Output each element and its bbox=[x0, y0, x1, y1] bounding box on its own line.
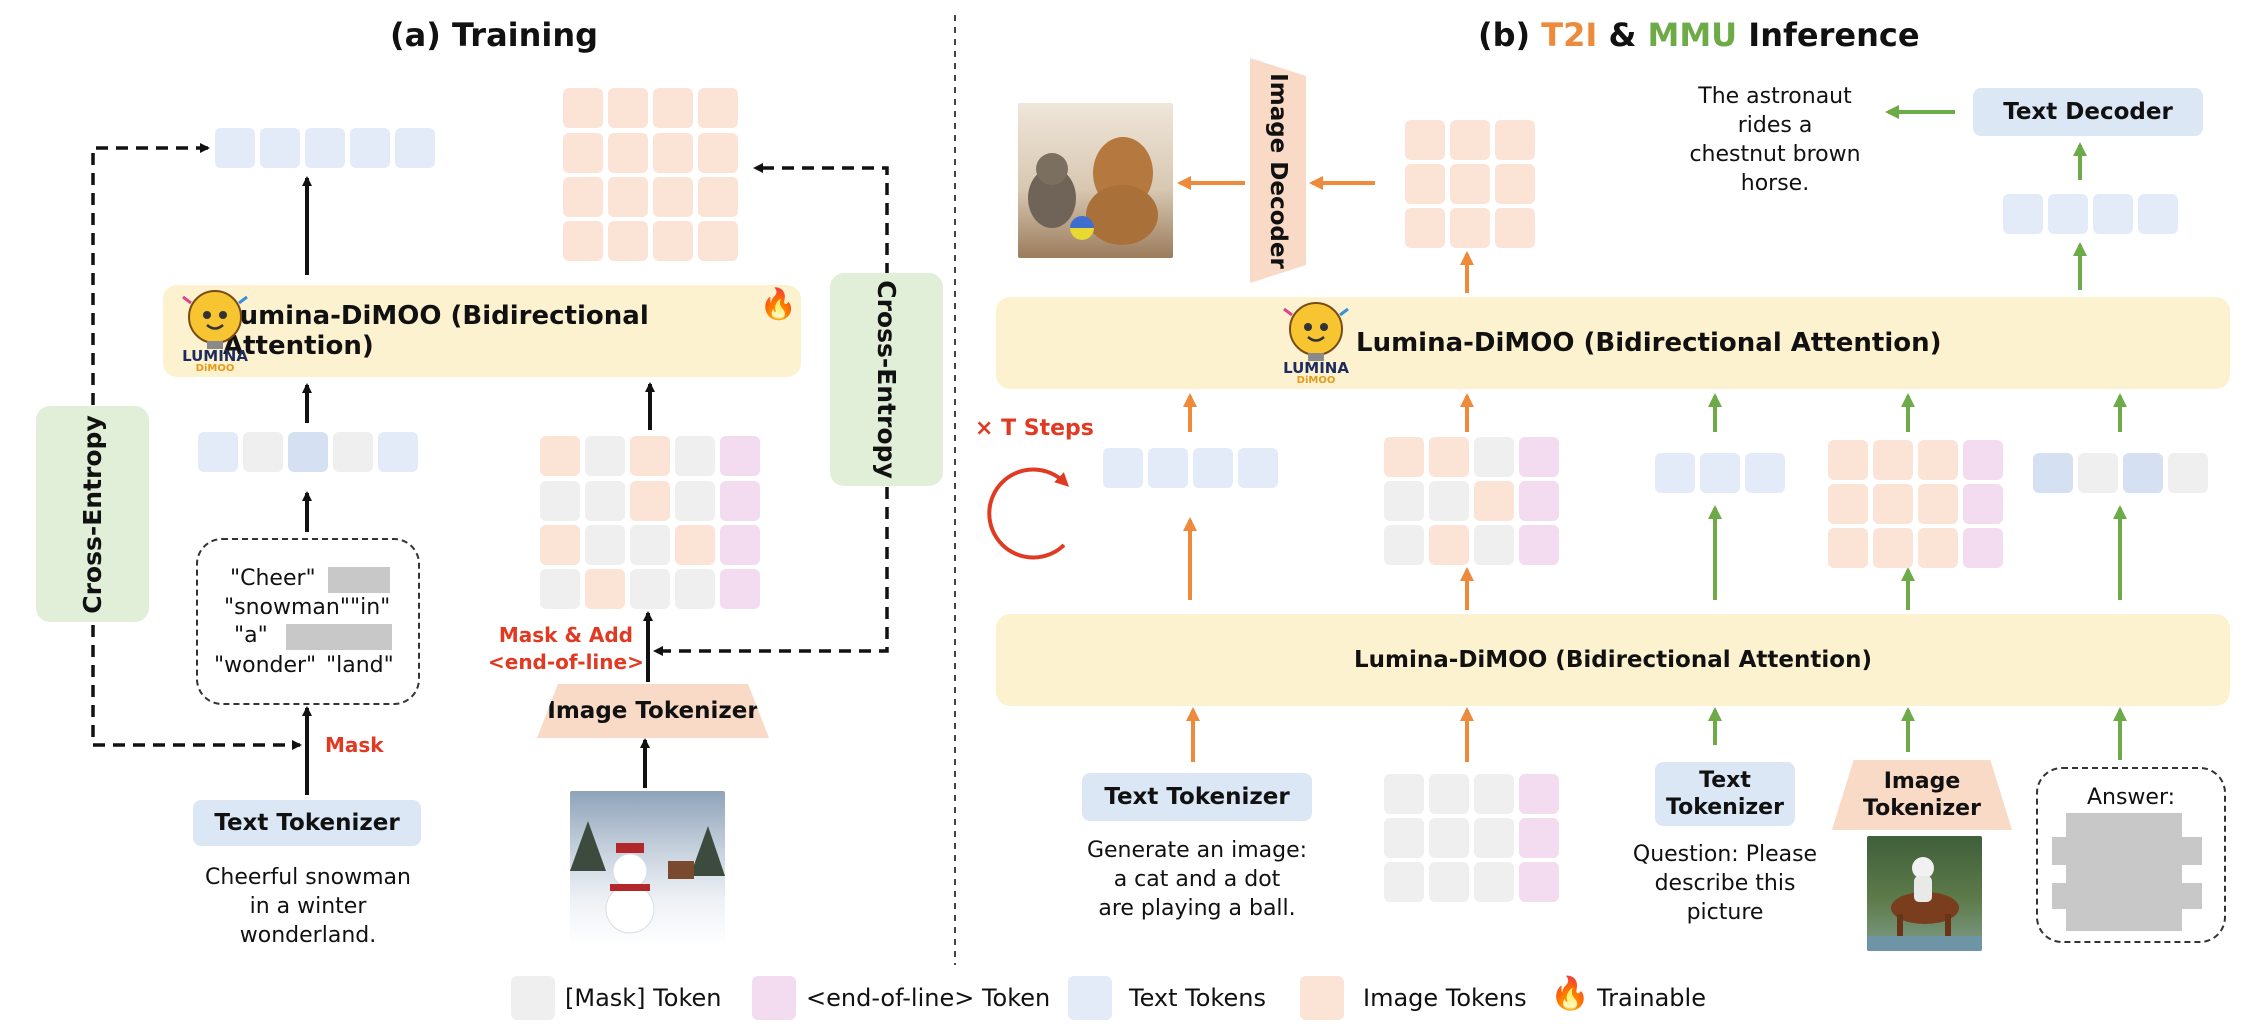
legend-fire-icon: 🔥 bbox=[1550, 974, 1590, 1012]
legend-eol-label: <end-of-line> Token bbox=[806, 984, 1051, 1012]
mask-label: Mask bbox=[325, 733, 384, 757]
masked-word: "wonder" bbox=[214, 653, 317, 678]
lumina-logo: LUMINA DiMOO bbox=[1278, 299, 1354, 387]
masked-word: "snowman" bbox=[224, 595, 350, 620]
masked-words-box: "Cheer" "snowman" "in" "a" "wonder" "lan… bbox=[196, 538, 420, 705]
dashed-cross-entropy-left-top bbox=[91, 143, 210, 405]
mask-bar bbox=[328, 567, 390, 593]
dashed-cross-entropy-left-bottom bbox=[91, 625, 302, 750]
answer-label: Answer: bbox=[2086, 785, 2176, 810]
train-image-tokenizer: Image Tokenizer bbox=[537, 684, 769, 738]
snowman-image bbox=[570, 791, 725, 946]
legend-image-swatch bbox=[1300, 976, 1344, 1020]
legend-text-label: Text Tokens bbox=[1129, 984, 1266, 1012]
legend-trainable-label: Trainable bbox=[1597, 984, 1706, 1012]
mmu-output-text: The astronaut rides a chestnut brown hor… bbox=[1689, 84, 1861, 196]
dashed-cross-entropy-right-bottom bbox=[653, 487, 889, 656]
steps-label: × T Steps bbox=[975, 416, 1094, 441]
lumina-logo: LUMINA DiMOO bbox=[177, 287, 253, 375]
lightbulb-icon bbox=[182, 290, 248, 349]
mask-bar bbox=[286, 624, 392, 650]
mmu-image-tokenizer: Image Tokenizer bbox=[1832, 760, 2012, 830]
mask-add-label: Mask & Add <end-of-line> bbox=[488, 623, 644, 674]
legend-text-swatch bbox=[1068, 976, 1112, 1020]
panel-a-title: (a) Training bbox=[390, 16, 599, 54]
mmu-text-tokenizer: Text Tokenizer bbox=[1655, 762, 1795, 826]
t2i-prompt: Generate an image: a cat and a dot are p… bbox=[1086, 838, 1308, 921]
train-model-banner: LUMINA DiMOO Lumina-DiMOO (Bidirectional… bbox=[163, 285, 801, 377]
loop-icon bbox=[987, 467, 1070, 560]
infer-model-banner-bottom: Lumina-DiMOO (Bidirectional Attention) bbox=[996, 614, 2230, 706]
fire-icon: 🔥 bbox=[759, 287, 797, 322]
cat-dog-image bbox=[1018, 103, 1173, 258]
t2i-text-tokenizer: Text Tokenizer bbox=[1082, 773, 1312, 821]
text-decoder: Text Decoder bbox=[1973, 88, 2203, 136]
mmu-question: Question: Please describe this picture bbox=[1632, 842, 1818, 925]
lightbulb-icon bbox=[1283, 302, 1349, 361]
image-decoder: Image Decoder bbox=[1250, 58, 1306, 283]
masked-word: "Cheer" bbox=[230, 566, 316, 591]
legend-mask-swatch bbox=[511, 976, 555, 1020]
train-text-tokenizer: Text Tokenizer bbox=[193, 800, 421, 846]
train-caption: Cheerful snowman in a winter wonderland. bbox=[205, 865, 411, 948]
legend-mask-label: [Mask] Token bbox=[565, 984, 722, 1012]
answer-box: Answer: bbox=[2036, 767, 2226, 943]
infer-model-label-bottom: Lumina-DiMOO (Bidirectional Attention) bbox=[1354, 647, 1872, 673]
infer-model-label-top: Lumina-DiMOO (Bidirectional Attention) bbox=[1356, 328, 1942, 358]
masked-word: "land" bbox=[326, 653, 394, 678]
legend-image-label: Image Tokens bbox=[1363, 984, 1527, 1012]
masked-word: "in" bbox=[350, 595, 391, 620]
answer-mask-shape bbox=[2052, 813, 2202, 931]
cross-entropy-right: Cross-Entropy bbox=[830, 273, 943, 486]
legend-eol-swatch bbox=[752, 976, 796, 1020]
astronaut-image bbox=[1867, 836, 1982, 951]
dashed-cross-entropy-right-top bbox=[753, 163, 889, 275]
infer-model-banner-top: LUMINA DiMOO Lumina-DiMOO (Bidirectional… bbox=[996, 297, 2230, 389]
panel-b-title: (b) T2I & MMU Inference bbox=[1478, 16, 1920, 54]
masked-word: "a" bbox=[234, 623, 268, 648]
cross-entropy-left: Cross-Entropy bbox=[36, 406, 149, 622]
train-model-label: Lumina-DiMOO (Bidirectional Attention) bbox=[223, 301, 649, 361]
